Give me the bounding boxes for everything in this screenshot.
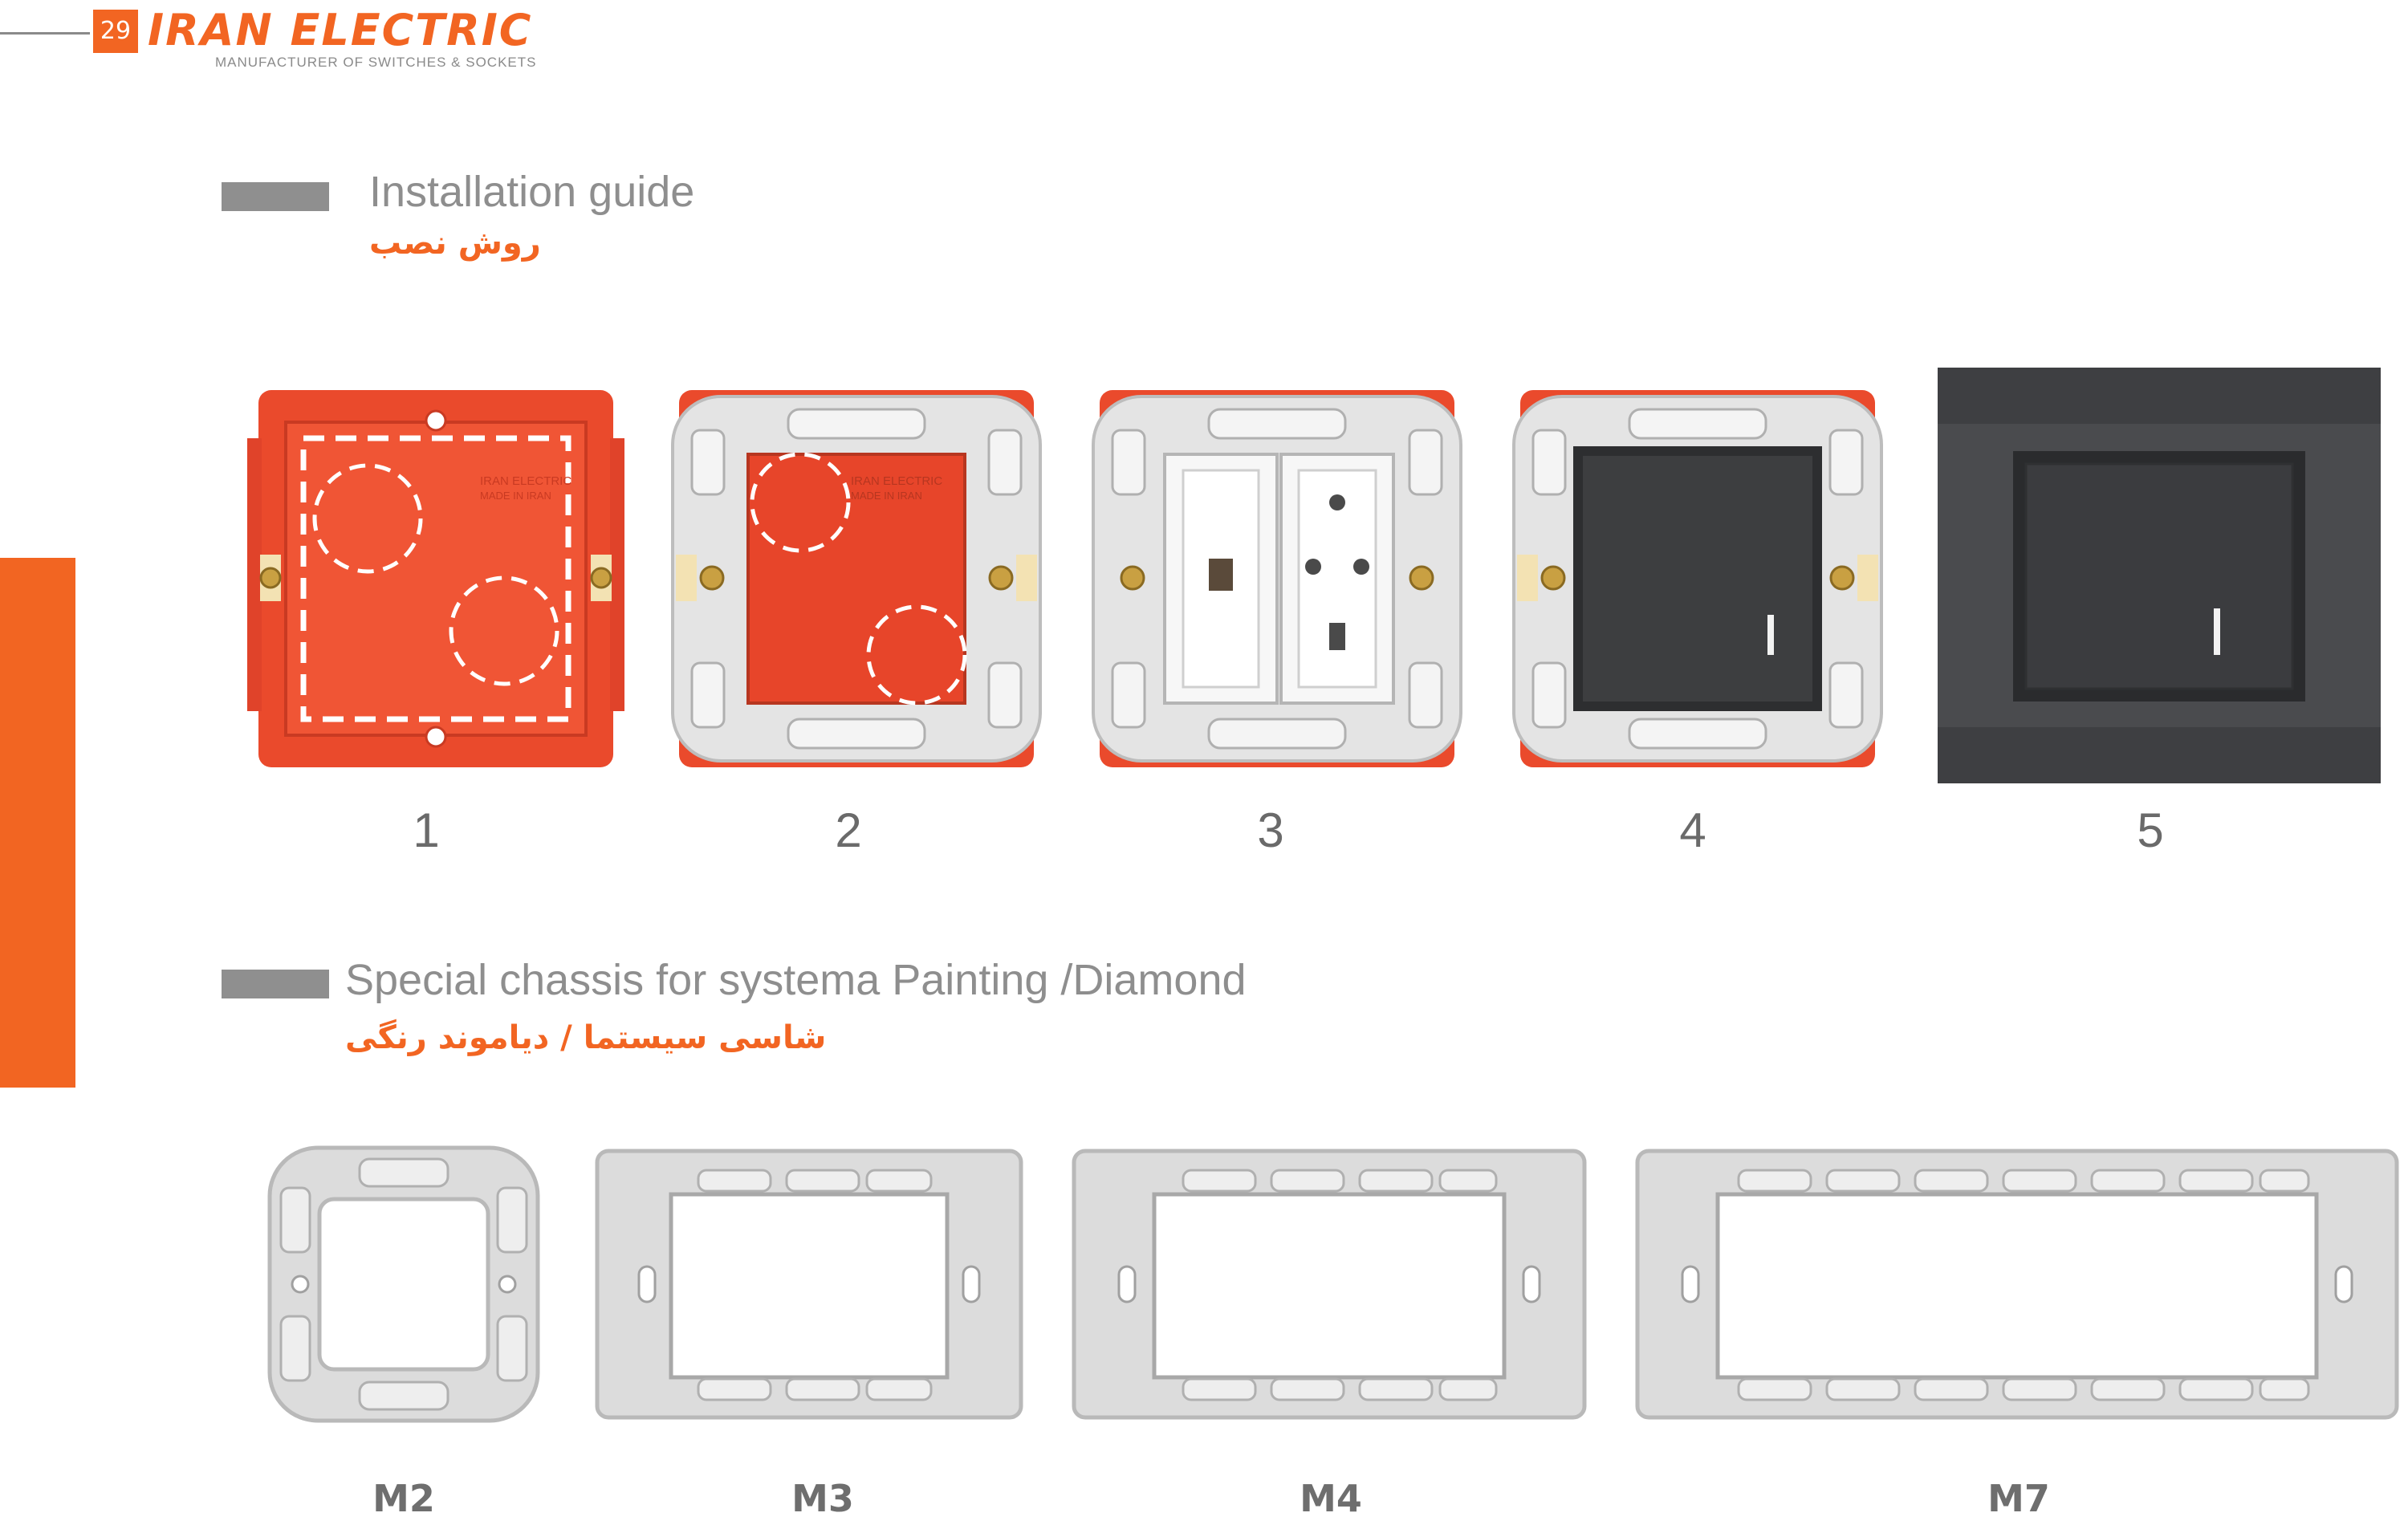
- side-accent-bar: [0, 558, 75, 1088]
- frame-m3-image: [595, 1149, 1023, 1420]
- installation-title-fa: روش نصب: [369, 225, 541, 262]
- chassis-title-en: Special chassis for systema Painting /Di…: [345, 956, 1247, 1004]
- installation-title-en: Installation guide: [369, 168, 695, 216]
- step-number-2: 2: [835, 803, 862, 857]
- chassis-title-fa: شاسی سیستما / دیاموند رنگی: [345, 1019, 827, 1056]
- box-origin-text: MADE IN IRAN: [480, 490, 551, 502]
- section-marker-chassis: [222, 970, 329, 998]
- page-number-badge: 29: [93, 10, 138, 53]
- brand-logo: IRAN ELECTRIC: [148, 5, 533, 55]
- frame-m4-image: [1072, 1149, 1587, 1420]
- box-brand-text-2: IRAN ELECTRIC: [851, 474, 942, 488]
- brand-tagline: MANUFACTURER OF SWITCHES & SOCKETS: [215, 55, 537, 70]
- step-2-image: IRAN ELECTRIC MADE IN IRAN: [671, 390, 1042, 767]
- section-marker-installation: [222, 182, 329, 211]
- box-origin-text-2: MADE IN IRAN: [851, 490, 922, 502]
- step-3-image: [1092, 390, 1462, 767]
- frame-m7-image: [1635, 1149, 2399, 1420]
- step-1-image: IRAN ELECTRIC MADE IN IRAN: [247, 390, 624, 767]
- step-number-4: 4: [1679, 803, 1706, 857]
- header-rule: [0, 32, 90, 35]
- frame-label-m3: M3: [791, 1477, 854, 1520]
- step-5-image: [1938, 368, 2381, 783]
- step-number-1: 1: [413, 803, 440, 857]
- box-brand-text: IRAN ELECTRIC: [480, 474, 571, 488]
- step-4-image: [1512, 390, 1883, 767]
- step-number-5: 5: [2137, 803, 2164, 857]
- frame-label-m4: M4: [1300, 1477, 1362, 1520]
- frame-label-m2: M2: [372, 1477, 435, 1520]
- frame-label-m7: M7: [1987, 1477, 2050, 1520]
- frame-m2-image: [267, 1145, 540, 1423]
- step-number-3: 3: [1257, 803, 1284, 857]
